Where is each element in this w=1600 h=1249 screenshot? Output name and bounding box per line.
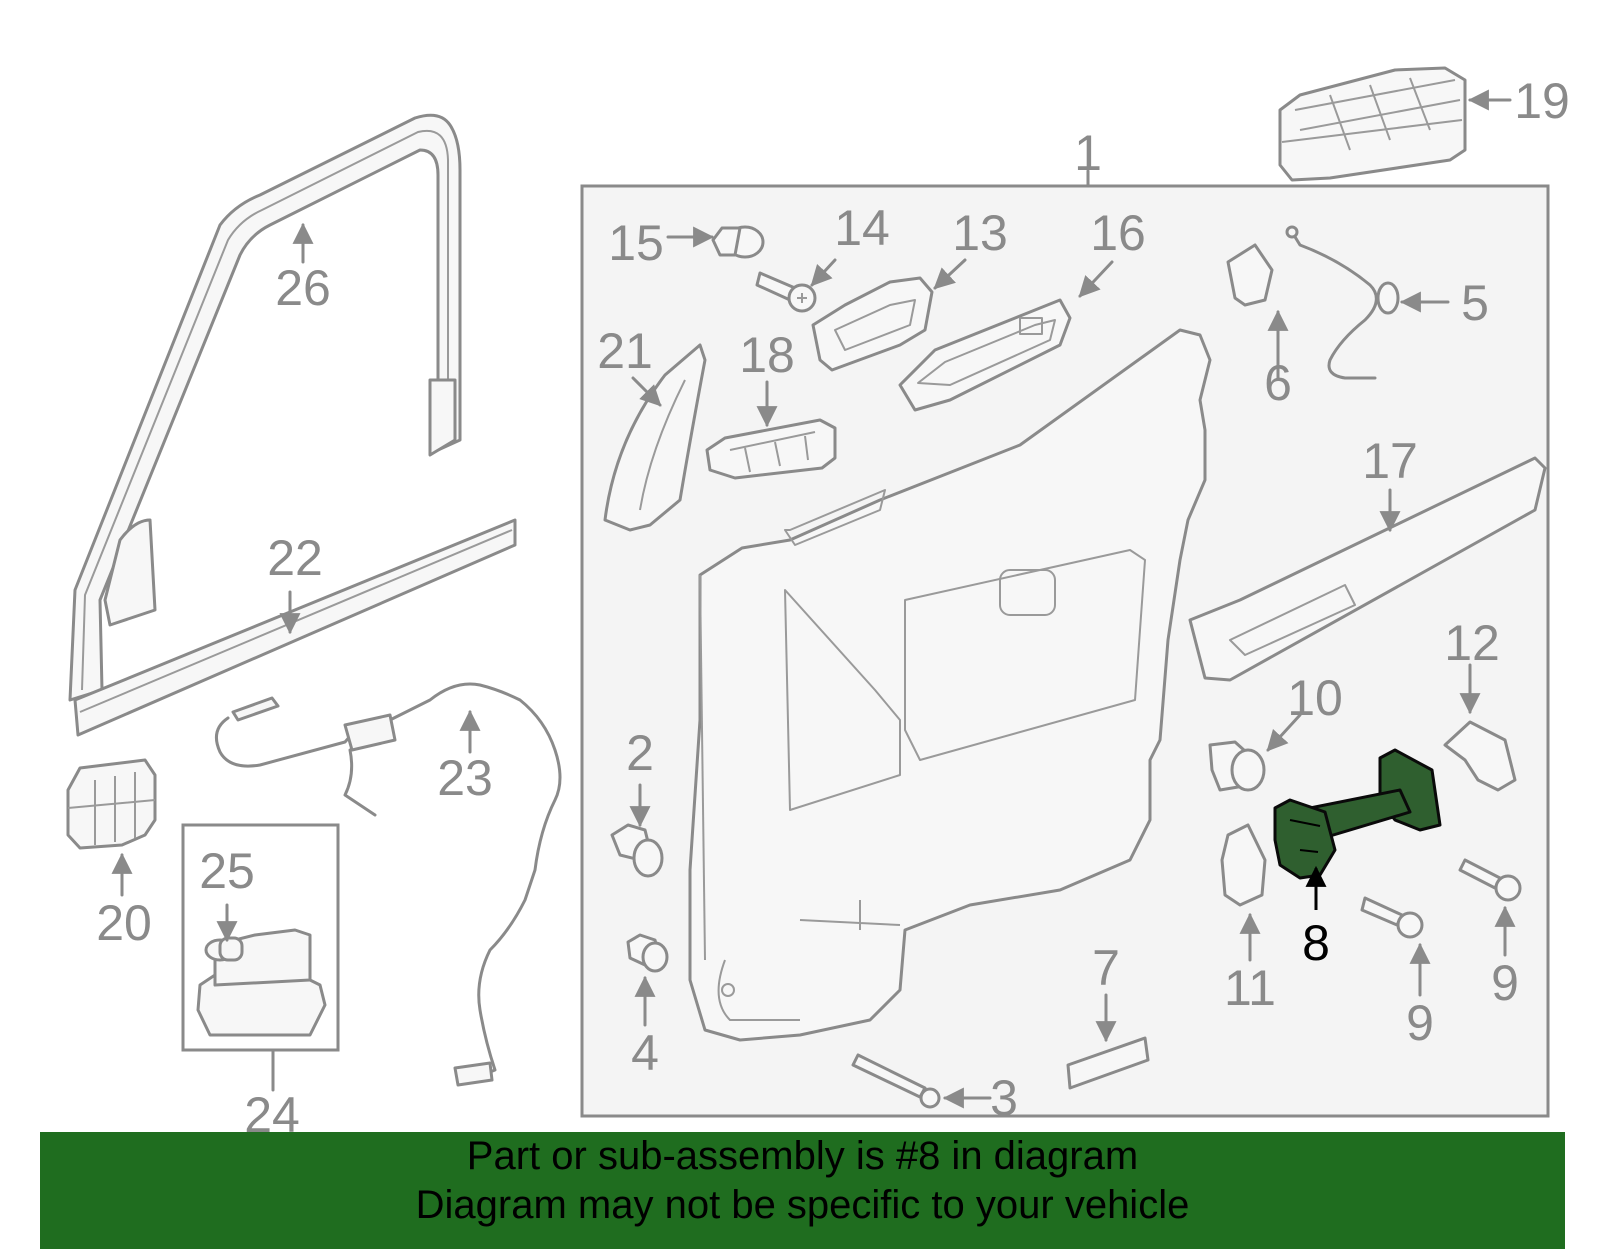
part-17-armrest-trim bbox=[1188, 456, 1547, 682]
callout-1: 1 bbox=[1074, 125, 1102, 181]
callout-21: 21 bbox=[597, 323, 653, 379]
callout-6: 6 bbox=[1264, 355, 1292, 411]
banner-line-2: Diagram may not be specific to your vehi… bbox=[415, 1183, 1190, 1227]
part-15-clip bbox=[711, 225, 765, 259]
part-3-long-screw bbox=[851, 1053, 941, 1109]
callout-12: 12 bbox=[1444, 615, 1500, 671]
callout-2: 2 bbox=[626, 725, 654, 781]
part-26-door-seal bbox=[68, 113, 462, 702]
part-5-cable bbox=[1285, 225, 1400, 380]
callout-8: 8 bbox=[1302, 915, 1330, 971]
callout-15: 15 bbox=[608, 215, 664, 271]
callout-26: 26 bbox=[275, 260, 331, 316]
callout-22: 22 bbox=[267, 530, 323, 586]
callout-labels: 1 2 3 4 5 6 7 8 9 9 10 11 12 13 14 15 16… bbox=[96, 73, 1570, 1143]
info-banner: Part or sub-assembly is #8 in diagram Di… bbox=[40, 1132, 1565, 1249]
part-16-pull-bezel bbox=[898, 298, 1072, 412]
callout-9a: 9 bbox=[1406, 995, 1434, 1051]
callout-18: 18 bbox=[739, 327, 795, 383]
part-2-pushpin bbox=[610, 823, 664, 878]
part-9-screw-a bbox=[1360, 896, 1424, 939]
part-20-module bbox=[66, 758, 157, 850]
callout-19: 19 bbox=[1514, 73, 1570, 129]
part-11-cap bbox=[1220, 823, 1267, 907]
part-19-switch-pack bbox=[1278, 66, 1467, 182]
banner-line-1: Part or sub-assembly is #8 in diagram bbox=[466, 1134, 1139, 1178]
part-10-plug bbox=[1208, 740, 1266, 792]
callout-14: 14 bbox=[834, 200, 890, 256]
callout-10: 10 bbox=[1287, 670, 1343, 726]
part-18-window-switch bbox=[705, 418, 837, 480]
part-14-screw bbox=[755, 271, 817, 313]
callout-20: 20 bbox=[96, 895, 152, 951]
callout-16: 16 bbox=[1090, 205, 1146, 261]
callout-23: 23 bbox=[437, 750, 493, 806]
part-6-bracket bbox=[1226, 243, 1274, 307]
part-1-door-panel bbox=[688, 328, 1212, 1042]
callout-13: 13 bbox=[952, 205, 1008, 261]
callout-17: 17 bbox=[1362, 433, 1418, 489]
part-7-label bbox=[1066, 1036, 1150, 1090]
part-13-handle-bezel bbox=[811, 276, 934, 372]
part-24-lamp-box bbox=[181, 823, 340, 1052]
callout-7: 7 bbox=[1092, 940, 1120, 996]
callout-25: 25 bbox=[199, 843, 255, 899]
callout-9b: 9 bbox=[1491, 955, 1519, 1011]
part-23-wiring-harness bbox=[214, 682, 562, 1087]
part-12-cap bbox=[1443, 720, 1517, 792]
part-8-handle-highlighted bbox=[1273, 748, 1442, 880]
part-9-screw-b bbox=[1458, 858, 1522, 902]
leader-lines bbox=[111, 89, 1516, 1109]
callout-5: 5 bbox=[1461, 275, 1489, 331]
callout-3: 3 bbox=[990, 1070, 1018, 1126]
callout-11: 11 bbox=[1224, 960, 1276, 1016]
part-21-mirror-trim bbox=[603, 343, 707, 532]
part-4-pushpin bbox=[626, 933, 669, 973]
callout-4: 4 bbox=[631, 1025, 659, 1081]
